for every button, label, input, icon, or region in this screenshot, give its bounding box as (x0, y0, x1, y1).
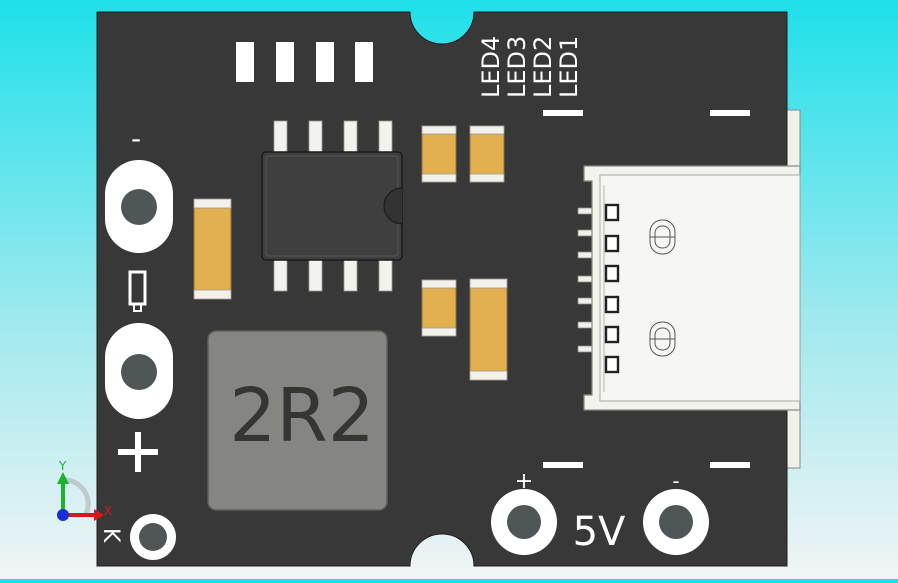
ic-pins-bottom (273, 257, 393, 292)
battery-pad-positive (105, 323, 173, 419)
inductor-label: 2R2 (229, 373, 375, 459)
output-minus-label: - (672, 469, 679, 493)
capacitor-top-1 (421, 125, 457, 183)
usb-c-connector (577, 165, 801, 411)
led-label-3: LED3 (503, 36, 531, 98)
capacitor-top-2 (469, 125, 505, 183)
led-label-2: LED2 (529, 36, 557, 98)
battery-pad-negative (105, 160, 173, 253)
axis-x-label: X (104, 504, 112, 518)
capacitor-mid-1 (421, 279, 457, 337)
k-label: K (98, 528, 123, 543)
inductor: 2R2 (207, 330, 388, 511)
output-pad-positive (491, 489, 557, 555)
axis-y-label: Y (58, 459, 67, 473)
output-voltage-label: 5V (573, 509, 626, 555)
led-label-1: LED1 (555, 36, 583, 98)
battery-minus-label: - (131, 122, 141, 155)
polarity-mark (128, 270, 147, 312)
capacitor-left (193, 198, 232, 300)
ic-pins-top (273, 120, 393, 156)
k-pad (130, 514, 176, 560)
silk-dashes (543, 110, 750, 468)
axis-triad: Y X (57, 459, 112, 521)
led-label-4: LED4 (477, 36, 505, 98)
battery-plus-sign (118, 432, 158, 472)
output-pad-negative (643, 489, 709, 555)
usb-c-contacts (604, 203, 620, 374)
top-pads (236, 42, 373, 82)
output-plus-label: + (515, 469, 533, 494)
led-labels: LED4 LED3 LED2 LED1 (477, 36, 583, 98)
usb-c-holes (649, 219, 676, 357)
capacitor-mid-2 (469, 278, 508, 381)
ic-sop8 (261, 120, 403, 292)
